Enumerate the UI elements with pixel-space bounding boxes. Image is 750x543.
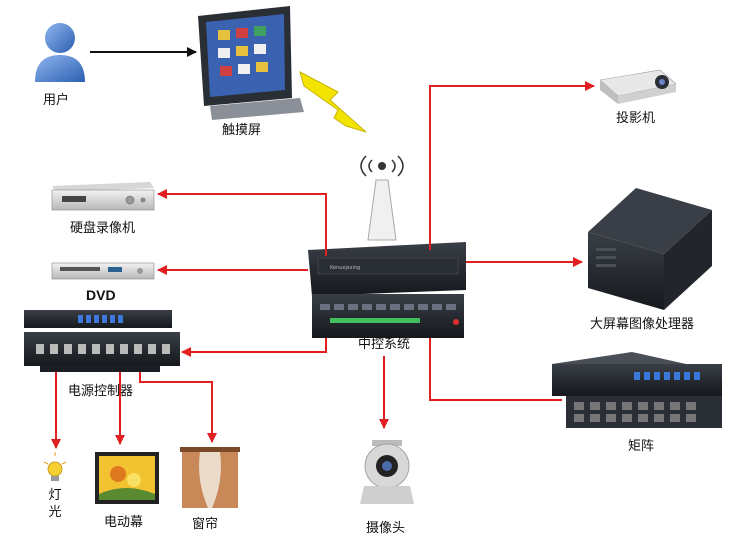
curtain-icon (180, 447, 240, 508)
svg-text:Kenuejsxing: Kenuejsxing (330, 265, 360, 271)
touchscreen-label: 触摸屏 (222, 123, 262, 138)
user-label: 用户 (43, 93, 70, 108)
wireless-signal-lightning (299, 71, 367, 133)
connector-power-to-curtain (139, 372, 217, 443)
motor-screen-label: 电动幕 (104, 515, 144, 530)
light-label: 灯光 (48, 488, 62, 520)
central-control-label: 中控系统 (358, 337, 411, 352)
connector-to-power-controller (181, 338, 327, 357)
power-controller-icon (24, 310, 180, 372)
dvd-icon (51, 262, 155, 280)
wireless-antenna-icon (360, 155, 404, 241)
connector-to-projector (429, 81, 595, 250)
central-control-icon: Kenuejsxing (308, 242, 466, 338)
dvr-label: 硬盘录像机 (70, 221, 136, 236)
image-processor-label: 大屏幕图像处理器 (590, 317, 695, 332)
curtain-label: 窗帘 (192, 517, 219, 532)
dvr-icon (51, 182, 155, 211)
connector-to-matrix (429, 338, 562, 401)
light-bulb-icon (43, 452, 67, 481)
matrix-label: 矩阵 (628, 439, 655, 454)
camera-label: 摄像头 (366, 521, 406, 536)
matrix-icon (552, 352, 722, 428)
image-processor-icon (588, 188, 712, 310)
projector-label: 投影机 (616, 111, 656, 126)
motorized-screen-icon (95, 452, 159, 504)
power-controller-label: 电源控制器 (68, 384, 134, 399)
connector-to-dvr (157, 189, 327, 256)
dvd-label: DVD (86, 287, 116, 303)
touchscreen-icon (198, 6, 304, 120)
camera-icon (360, 440, 414, 504)
projector-icon (599, 69, 677, 104)
connectors (51, 81, 595, 449)
user-icon (35, 23, 85, 82)
